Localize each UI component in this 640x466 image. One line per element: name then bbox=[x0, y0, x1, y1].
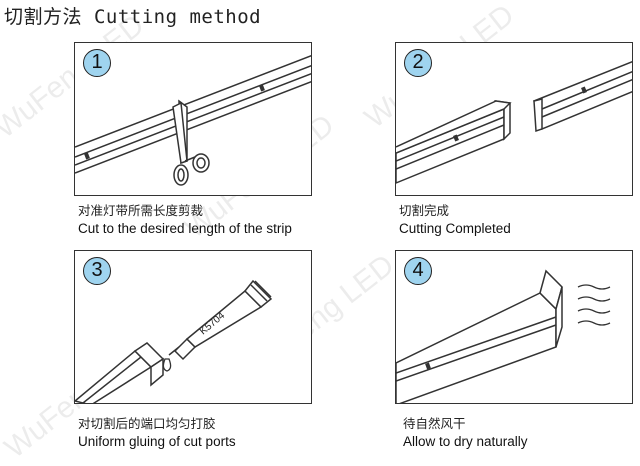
strip-piece bbox=[75, 342, 165, 403]
step-3-panel: K5704 3 bbox=[74, 250, 312, 404]
step-4-illustration bbox=[396, 269, 611, 403]
step-4-caption: 待自然风干 Allow to dry naturally bbox=[403, 415, 528, 450]
caption-en: Cutting Completed bbox=[399, 221, 511, 236]
step-number-badge: 4 bbox=[404, 257, 432, 285]
step-4-panel: 4 bbox=[395, 250, 633, 404]
step-number-badge: 3 bbox=[83, 257, 111, 285]
step-1-panel: 1 bbox=[74, 42, 312, 196]
caption-zh: 切割完成 bbox=[399, 203, 450, 218]
step-3-illustration: K5704 bbox=[75, 279, 273, 403]
step-3-caption: 对切割后的端口均匀打胶 Uniform gluing of cut ports bbox=[78, 415, 236, 450]
strip-edge bbox=[75, 72, 311, 166]
step-2-illustration bbox=[396, 60, 632, 184]
led-mark bbox=[84, 152, 90, 160]
strip-edge bbox=[75, 64, 311, 158]
caption-zh: 对切割后的端口均匀打胶 bbox=[78, 416, 216, 431]
led-mark bbox=[259, 84, 265, 92]
page-title: 切割方法 Cutting method bbox=[4, 6, 262, 28]
step-1-illustration bbox=[75, 54, 311, 186]
strip-piece bbox=[396, 99, 512, 184]
air-flow-icon bbox=[577, 284, 611, 326]
step-2-panel: 2 bbox=[395, 42, 633, 196]
caption-en: Uniform gluing of cut ports bbox=[78, 434, 236, 449]
strip-piece bbox=[396, 269, 563, 403]
led-mark bbox=[425, 362, 431, 370]
step-1-caption: 对准灯带所需长度剪裁 Cut to the desired length of … bbox=[78, 202, 292, 237]
caption-zh: 待自然风干 bbox=[403, 416, 466, 431]
strip-edge bbox=[75, 54, 311, 148]
step-number-badge: 1 bbox=[83, 49, 111, 77]
strip-piece bbox=[533, 60, 632, 133]
strip-edge bbox=[75, 80, 311, 174]
caption-en: Cut to the desired length of the strip bbox=[78, 221, 292, 236]
caption-en: Allow to dry naturally bbox=[403, 434, 528, 449]
led-mark bbox=[453, 134, 459, 142]
glue-drop-icon bbox=[162, 358, 172, 372]
caption-zh: 对准灯带所需长度剪裁 bbox=[78, 203, 204, 218]
led-mark bbox=[581, 86, 587, 94]
step-number-badge: 2 bbox=[404, 49, 432, 77]
glue-tube-icon bbox=[168, 279, 273, 361]
scissors-icon bbox=[172, 99, 210, 186]
step-2-caption: 切割完成 Cutting Completed bbox=[399, 202, 511, 237]
